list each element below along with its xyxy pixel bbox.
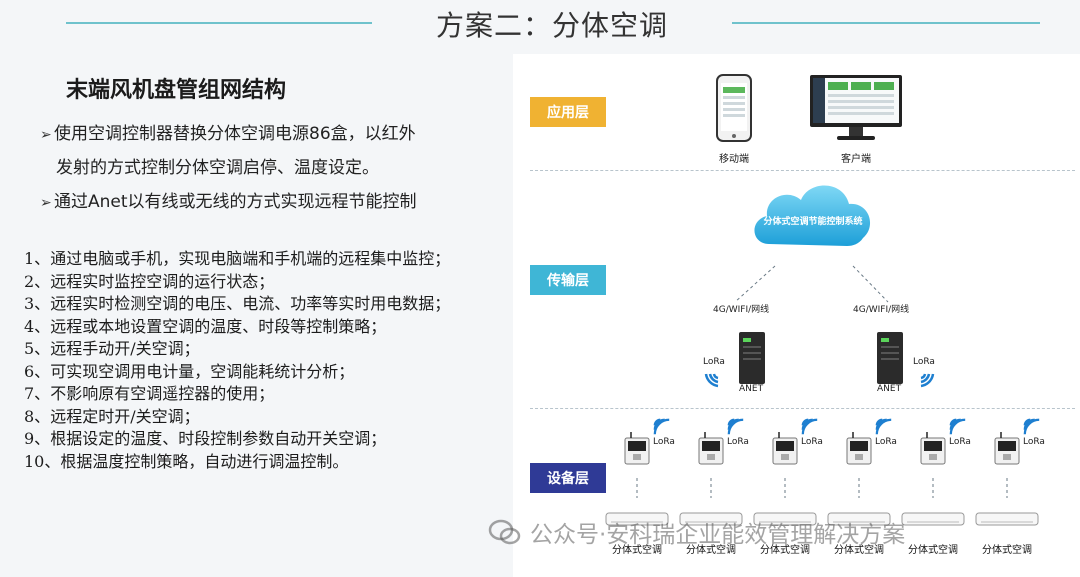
feature-item: 2、远程实时监控空调的运行状态； bbox=[24, 271, 275, 291]
gateway-device-icon bbox=[739, 332, 765, 384]
lora-label: LoRa bbox=[703, 357, 725, 367]
monitor-icon bbox=[810, 75, 902, 140]
split-ac-unit-icon bbox=[605, 512, 669, 526]
lora-label: LoRa bbox=[653, 437, 675, 447]
layer-divider bbox=[530, 170, 1075, 171]
lora-label: LoRa bbox=[1023, 437, 1045, 447]
wifi-signal-icon bbox=[875, 418, 892, 435]
bullet-1-cont-text: 发射的方式控制分体空调启停、温度设定。 bbox=[56, 158, 379, 178]
device-layer-label: 设备层 bbox=[530, 463, 606, 493]
ac-unit-label: 分体式空调 bbox=[908, 545, 958, 556]
layer-divider bbox=[530, 408, 1075, 409]
split-ac-unit-icon bbox=[827, 512, 891, 526]
feature-item: 9、根据设定的温度、时段控制参数自动开关空调； bbox=[24, 429, 387, 448]
wifi-signal-icon bbox=[920, 373, 935, 388]
ac-unit-label: 分体式空调 bbox=[982, 545, 1032, 556]
link-label-right: 4G/WIFI/网线 bbox=[853, 305, 910, 315]
split-ac-unit-icon bbox=[679, 512, 743, 526]
feature-item: 1、通过电脑或手机，实现电脑端和手机端的远程集中监控； bbox=[24, 249, 451, 268]
bullet-2-text: 通过Anet以有线或无线的方式实现远程节能控制 bbox=[54, 192, 417, 212]
wifi-signal-icon bbox=[727, 418, 744, 435]
ac-controller-icon bbox=[772, 432, 798, 465]
watermark: 公众号·安科瑞企业能效管理解决方案 bbox=[488, 512, 1068, 552]
title-decor-line-left bbox=[66, 22, 372, 24]
feature-item: 3、远程实时检测空调的电压、电流、功率等实时用电数据； bbox=[24, 294, 451, 313]
header: 方案二：分体空调 bbox=[0, 0, 1080, 50]
ac-controller-icon bbox=[624, 432, 650, 465]
gateway-label: ANET bbox=[877, 384, 902, 394]
feature-item: 10、根据温度控制策略，自动进行调温控制。 bbox=[24, 451, 349, 471]
wifi-signal-icon bbox=[949, 418, 966, 435]
split-ac-unit-icon bbox=[975, 512, 1039, 526]
cloud-label: 分体式空调节能控制系统 bbox=[763, 217, 863, 227]
ac-controller-icon bbox=[994, 432, 1020, 465]
section-title: 末端风机盘管组网结构 bbox=[66, 78, 287, 103]
gateway-device-icon bbox=[877, 332, 903, 384]
bullet-1-text: 使用空调控制器替换分体空调电源86盒，以红外 bbox=[54, 124, 416, 144]
mobile-label: 移动端 bbox=[719, 154, 749, 165]
feature-item: 8、远程定时开/关空调； bbox=[24, 406, 200, 426]
lora-label: LoRa bbox=[949, 437, 971, 447]
bullet-2: ➢通过Anet以有线或无线的方式实现远程节能控制 bbox=[40, 191, 417, 214]
wifi-signal-icon bbox=[801, 418, 818, 435]
arrow-bullet-icon: ➢ bbox=[40, 127, 52, 143]
wifi-signal-icon bbox=[1023, 418, 1040, 435]
link-label-left: 4G/WIFI/网线 bbox=[713, 305, 770, 315]
wechat-icon bbox=[488, 519, 521, 545]
transport-layer-label: 传输层 bbox=[530, 265, 606, 295]
ac-unit-label: 分体式空调 bbox=[612, 545, 662, 556]
split-ac-unit-icon bbox=[901, 512, 965, 526]
title-decor-line-right bbox=[732, 22, 1040, 24]
arrow-bullet-icon: ➢ bbox=[40, 195, 52, 211]
lora-label: LoRa bbox=[801, 437, 823, 447]
feature-list: 1、通过电脑或手机，实现电脑端和手机端的远程集中监控； 2、远程实时监控空调的运… bbox=[24, 248, 502, 473]
split-ac-unit-icon bbox=[753, 512, 817, 526]
bullet-1: ➢使用空调控制器替换分体空调电源86盒，以红外 bbox=[40, 123, 416, 146]
lora-label: LoRa bbox=[727, 437, 749, 447]
ac-controller-icon bbox=[698, 432, 724, 465]
bullet-1-cont: 发射的方式控制分体空调启停、温度设定。 bbox=[56, 157, 379, 179]
feature-item: 4、远程或本地设置空调的温度、时段等控制策略； bbox=[24, 316, 387, 336]
ac-unit-label: 分体式空调 bbox=[760, 545, 810, 556]
wifi-signal-icon bbox=[653, 418, 670, 435]
app-layer-label: 应用层 bbox=[530, 97, 606, 127]
lora-label: LoRa bbox=[913, 357, 935, 367]
ac-unit-label: 分体式空调 bbox=[686, 545, 736, 556]
network-diagram: 应用层 传输层 设备层 移动端 客户端 bbox=[513, 54, 1080, 577]
feature-item: 5、远程手动开/关空调； bbox=[24, 339, 200, 358]
ac-controller-icon bbox=[920, 432, 946, 465]
ac-unit-label: 分体式空调 bbox=[834, 545, 884, 556]
ac-controller-icon bbox=[846, 432, 872, 465]
cloud-icon bbox=[754, 185, 871, 246]
mobile-phone-icon bbox=[716, 74, 752, 142]
feature-item: 7、不影响原有空调遥控器的使用； bbox=[24, 384, 275, 403]
page-title: 方案二：分体空调 bbox=[435, 9, 668, 42]
client-label: 客户端 bbox=[841, 154, 871, 165]
feature-item: 6、可实现空调用电计量，空调能耗统计分析； bbox=[24, 361, 355, 381]
wifi-signal-icon bbox=[704, 373, 719, 388]
gateway-label: ANET bbox=[739, 384, 764, 394]
connector-lines bbox=[636, 265, 1008, 498]
lora-label: LoRa bbox=[875, 437, 897, 447]
watermark-text: 公众号·安科瑞企业能效管理解决方案 bbox=[530, 522, 906, 548]
